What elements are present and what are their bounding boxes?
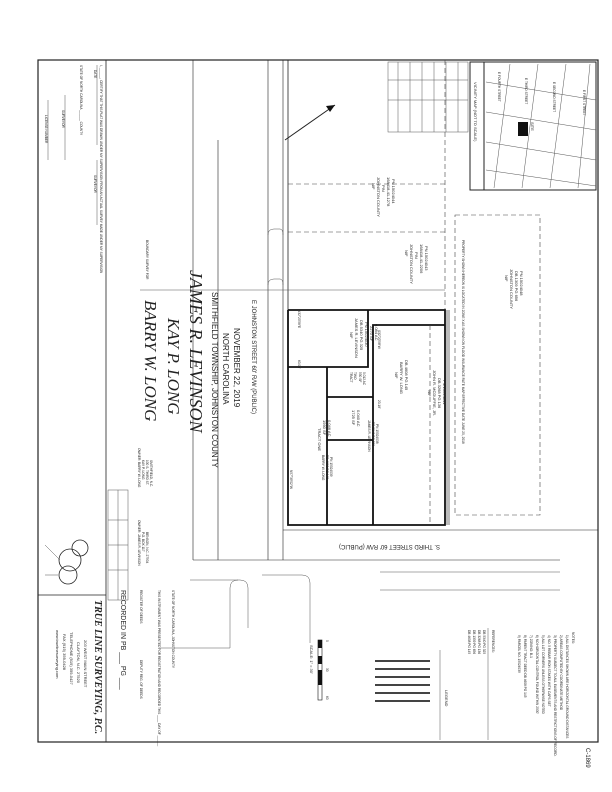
notes: NOTES: 1) ALL DISTANCES SHOWN ARE HORIZO… <box>517 632 575 757</box>
distance-inner-line: 20.18' <box>377 400 381 409</box>
site-marker <box>518 122 528 136</box>
parcel-long-label: N/FBARRY W. LONGDB 4608 PG 145 <box>394 360 409 394</box>
scale-tick-30: 30 <box>325 668 329 672</box>
bearing-north-line: N32°20'58"E <box>297 310 301 328</box>
north-arrow-icon <box>284 104 336 141</box>
line-table <box>387 61 469 133</box>
firm-address-2: CLAYTON, N.C. 27520 <box>76 642 81 684</box>
cert-state-line: STATE OF NORTH CAROLINA ______ COUNTY <box>79 65 83 136</box>
county-parcel-lines <box>140 60 541 516</box>
cert-date-label: DATE <box>93 70 97 78</box>
firm-name: TRUE LINE SURVEYING, P.C. <box>92 600 103 734</box>
register-of-deeds: REGISTER OF DEEDS <box>139 590 143 623</box>
third-street-label: S. THIRD STREET 60' R/W (PUBLIC) <box>339 543 440 549</box>
reference-1: DB 5340 PG 325 <box>482 630 486 654</box>
title-subtitle: BOUNDARY SURVEY FOR <box>145 240 149 280</box>
cert-license-label: LICENSE NUMBER <box>44 115 48 144</box>
parcel-mcduffie: N/FJOHN R. MCDUFFIE, JR.DB 3268 PG 136PN… <box>427 370 447 416</box>
vicinity-street-fourth: E FOURTH STREET <box>497 72 501 102</box>
reference-3: DB 1309 PG 656 <box>472 630 476 654</box>
legend-heading: LEGEND <box>444 690 449 707</box>
title-location-state: NORTH CAROLINA <box>221 333 230 405</box>
note-3: 3) PROPERTY SUBJECT TO ALL EASEMENTS AND… <box>553 635 557 757</box>
flood-note: PROPERTY SHOWN HEREON IS LOCATED IN ZONE… <box>461 240 465 444</box>
note-8: 8) PARENT TRACT DEED DB 4608 PG 145 <box>523 635 527 698</box>
scale-bar: 0 30 60 SCALE: 1" = 30' <box>309 639 329 701</box>
scale-tick-0: 0 <box>325 640 329 642</box>
surveyor-cert-text: I, ______, CERTIFY THAT THIS PLAT WAS DR… <box>99 65 103 274</box>
title-location-township: SMITHFIELD TOWNSHIP, JOHNSTON COUNTY <box>210 292 219 469</box>
vicinity-street-third: E THIRD STREET <box>524 78 528 104</box>
notes-heading: NOTES: <box>571 632 575 644</box>
note-1: 1) ALL DISTANCES SHOWN ARE HORIZONTAL GR… <box>565 635 569 738</box>
title-block: BOUNDARY SURVEY FOR BARRY W. LONG KAY P.… <box>141 240 241 469</box>
parcel-levinson-north: N/FJAMES R. LEVINSONDB 5340 PG 325PN 150… <box>349 318 379 358</box>
parcel-levinson-south: JAMES R. LEVINSONDB 5340 PG 325PN 150240… <box>367 420 379 452</box>
scale-label: SCALE: 1" = 30' <box>309 645 314 674</box>
third-street-lines <box>160 529 598 649</box>
vicinity-map-streets-lines <box>485 63 597 189</box>
cert-surveyor-label-2: SURVEYOR <box>61 110 65 129</box>
owner-info-long: OWNER: BARRY W. LONGKAY P. LONG100 S. TH… <box>137 448 153 488</box>
trees-logo <box>44 539 89 585</box>
vicinity-street-first: E FIRST STREET <box>582 90 586 116</box>
recording-cert-text: THIS INSTRUMENT WAS PRESENTED FOR REGIST… <box>157 590 161 746</box>
sheet-number: C-1869 <box>584 748 590 768</box>
firm-address-1: 203 WEST MAIN STREET <box>83 640 88 688</box>
title-owner-1: BARRY W. LONG <box>141 300 160 421</box>
bearing-inner-line: S32°20'58"W <box>377 330 381 349</box>
johnston-street-label: E JOHNSTON STREET 60' R/W (PUBLIC) <box>250 300 256 414</box>
site-label: SITE <box>530 122 535 131</box>
parcel-county-2206: N/FJOHNSTON COUNTYPIN168418-41-2206PN 15… <box>404 244 429 284</box>
deputy-register: DEPUTY REG. OF DEEDS <box>139 660 143 699</box>
distance-north-line: 60.03' <box>297 360 301 369</box>
title-owner-3: JAMES R. LEVINSON <box>186 270 206 433</box>
note-4: 4) NO. 5 REBAR IRON STAKES WITH CAPS SET <box>547 635 551 707</box>
drawing-info-table <box>107 489 129 601</box>
recorded-in-pb: RECORDED IN PB ___ PG ___ <box>119 590 126 690</box>
parcel-county-1278: N/FJOHNSTON COUNTYPIN168418-41-1278PN 15… <box>371 177 396 217</box>
parcel-1725-area: 1725 SF0.040 AC <box>351 410 361 427</box>
certificates-block: I, ______, CERTIFY THAT THIS PLAT WAS DR… <box>44 65 103 274</box>
references: REFERENCES: DB 5340 PG 325 DB 3268 PG 13… <box>467 628 495 740</box>
reference-4: DB 4608 PG 145 <box>467 630 471 654</box>
property-boundaries <box>287 309 450 526</box>
owner-info-levinson: OWNER: JAMES R. LEVINSONP.O. BOX 117BENS… <box>137 520 149 566</box>
note-5: 5) ALL LOT CORNERS UNLESS OTHERWISE NOTE… <box>541 635 545 714</box>
scale-tick-60: 60 <box>325 696 329 700</box>
note-2: 2) AREAS COMPUTED BY COORDINATE METHOD <box>559 635 563 711</box>
tract-one-label: TRACT ONE1990 SF0.046 AC <box>317 420 332 451</box>
parcel-county-1309: N/FJOHNSTON COUNTYDB 1309 PG 656PN 15024… <box>504 269 524 309</box>
vicinity-street-second: E SECOND STREET <box>552 82 556 112</box>
title-date: NOVEMBER 22, 2019 <box>232 328 241 408</box>
note-9: 9) PARCEL NO. 15024039 <box>517 635 521 673</box>
note-6: 6) NO HORIZONTAL CONTROL FOUND WITHIN 20… <box>535 635 539 714</box>
firm-block: TRUE LINE SURVEYING, P.C. 203 WEST MAIN … <box>44 539 103 734</box>
firm-fax: FAX (919) 359-0428 <box>62 634 67 671</box>
references-heading: REFERENCES: <box>491 630 495 653</box>
johnston-street-lines <box>192 60 284 560</box>
legend: LEGEND <box>375 650 449 740</box>
recording-state: STATE OF NORTH CAROLINA, JOHNSTON COUNTY <box>171 590 175 669</box>
vicinity-map-frame <box>469 61 597 191</box>
sheet-border <box>37 59 599 743</box>
tract-one-owner: BARRY W. LONGDB 4608 PG 145PN 15024039 <box>321 455 333 481</box>
vicinity-map-title: VICINITY MAP (NOT TO SCALE) <box>473 82 478 142</box>
vicinity-map: VICINITY MAP (NOT TO SCALE) E FIRST STRE… <box>469 61 597 191</box>
sidewalk-hatch <box>446 310 450 525</box>
note-7: 7) ZONING: B-1 <box>529 635 533 658</box>
reference-2: DB 3268 PG 136 <box>477 630 481 654</box>
tract-two-label: TRACTTWO530 SF0.012 AC <box>349 372 366 386</box>
recording-block: STATE OF NORTH CAROLINA, JOHNSTON COUNTY… <box>119 590 175 746</box>
cert-surveyor-label: SURVEYOR <box>93 175 97 194</box>
title-owner-2: KAY P. LONG <box>164 317 183 415</box>
firm-phone: TELEPHONE (919) 359-0427 <box>69 632 74 685</box>
firm-website: www.truelinesurveying.com <box>55 630 60 679</box>
bearing-street-line: N57°39'02"W <box>289 470 293 489</box>
